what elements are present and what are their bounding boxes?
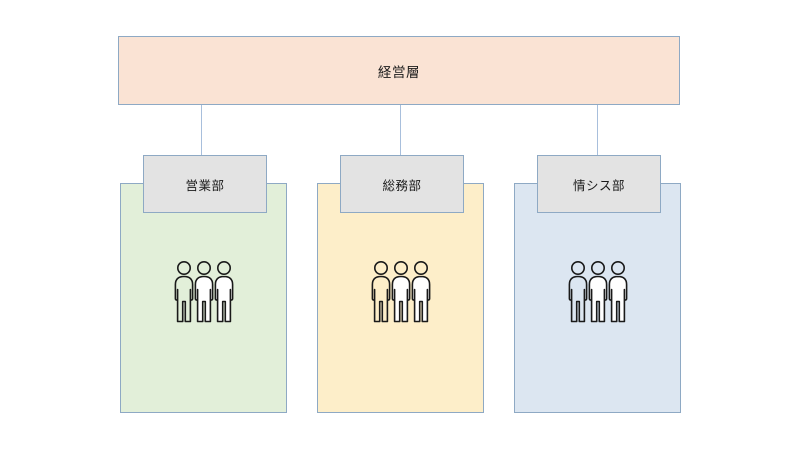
connector-line-sales bbox=[200, 105, 202, 155]
department-label: 情シス部 bbox=[572, 178, 625, 193]
department-header-sales[interactable]: 営業部 bbox=[143, 155, 267, 213]
department-column-general-affairs: 総務部 bbox=[317, 155, 484, 413]
department-column-sales: 営業部 bbox=[120, 155, 287, 413]
department-header-general-affairs[interactable]: 総務部 bbox=[340, 155, 464, 213]
people-group-icon bbox=[565, 258, 631, 328]
department-label: 総務部 bbox=[382, 178, 422, 193]
people-group-icon bbox=[171, 258, 237, 328]
department-header-it[interactable]: 情シス部 bbox=[537, 155, 661, 213]
executive-label: 経営層 bbox=[377, 64, 421, 80]
connector-line-it bbox=[596, 105, 598, 155]
executive-box[interactable]: 経営層 bbox=[118, 36, 680, 105]
people-group-icon bbox=[368, 258, 434, 328]
department-column-it: 情シス部 bbox=[514, 155, 681, 413]
department-label: 営業部 bbox=[185, 178, 225, 193]
connector-line-general-affairs bbox=[399, 105, 401, 155]
